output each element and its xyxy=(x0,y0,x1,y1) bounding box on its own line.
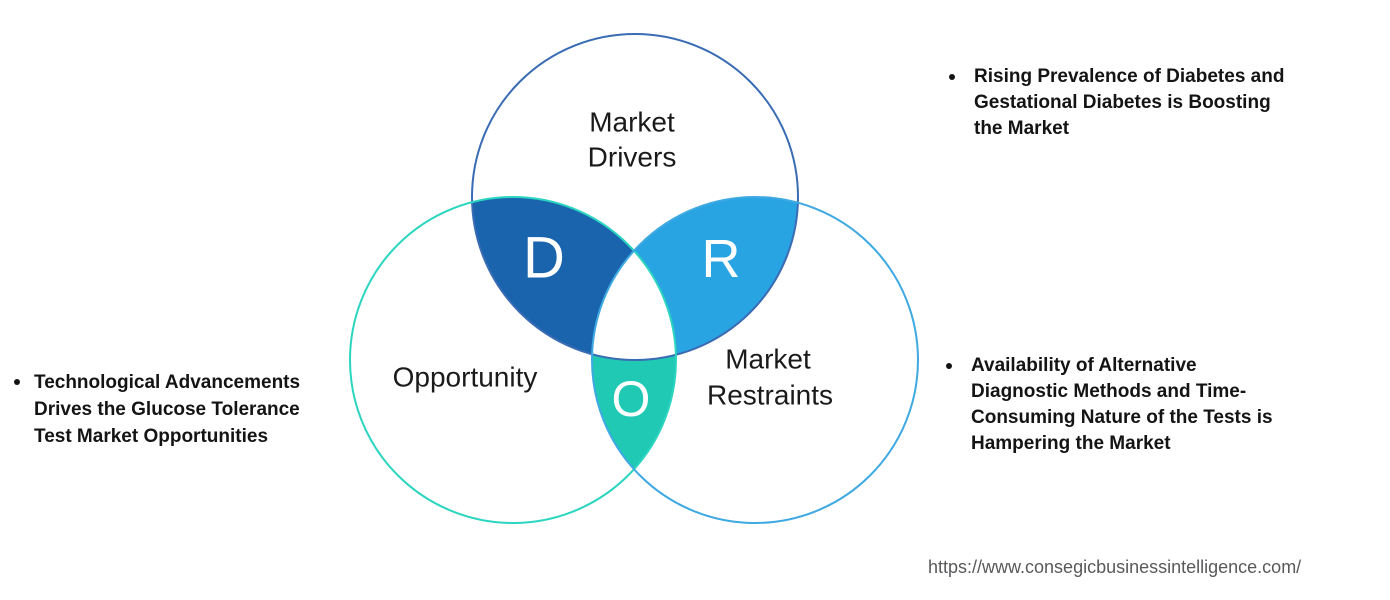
restraints-label-line2: Restraints xyxy=(707,380,833,411)
restraints-circle xyxy=(591,196,919,524)
annotation-line: Diagnostic Methods and Time- xyxy=(971,381,1247,402)
opportunity-label: Opportunity xyxy=(393,362,538,393)
annotation-line: Availability of Alternative xyxy=(971,355,1197,376)
letter-d: D xyxy=(523,226,565,291)
restraints-annotation: Availability of Alternative Diagnostic M… xyxy=(946,353,1273,457)
letter-o: O xyxy=(612,371,651,427)
letter-r: R xyxy=(702,229,741,289)
bullet-dot xyxy=(14,379,20,385)
opportunity-circle xyxy=(349,196,677,524)
drivers-restraints-intersection xyxy=(592,197,798,360)
annotation-line: Rising Prevalence of Diabetes and xyxy=(974,66,1285,87)
drivers-label-line1: Market xyxy=(589,107,675,138)
drivers-circle xyxy=(471,33,799,361)
annotation-line: Gestational Diabetes is Boosting xyxy=(974,92,1271,113)
drivers-annotation: Rising Prevalence of Diabetes and Gestat… xyxy=(949,64,1284,142)
bullet-dot xyxy=(946,363,952,369)
annotation-line: Test Market Opportunities xyxy=(34,426,269,447)
annotation-line: Hampering the Market xyxy=(971,433,1171,454)
drivers-opportunity-intersection xyxy=(472,197,676,360)
drivers-label-line2: Drivers xyxy=(588,142,677,173)
annotation-line: the Market xyxy=(974,118,1070,139)
restraints-label-line1: Market xyxy=(725,344,811,375)
annotation-line: Consuming Nature of the Tests is xyxy=(971,407,1273,428)
annotation-line: Technological Advancements xyxy=(34,372,301,393)
source-url: https://www.consegicbusinessintelligence… xyxy=(928,557,1302,577)
annotation-line: Drives the Glucose Tolerance xyxy=(34,399,300,420)
opportunity-annotation: Technological Advancements Drives the Gl… xyxy=(14,369,300,450)
bullet-dot xyxy=(949,74,955,80)
